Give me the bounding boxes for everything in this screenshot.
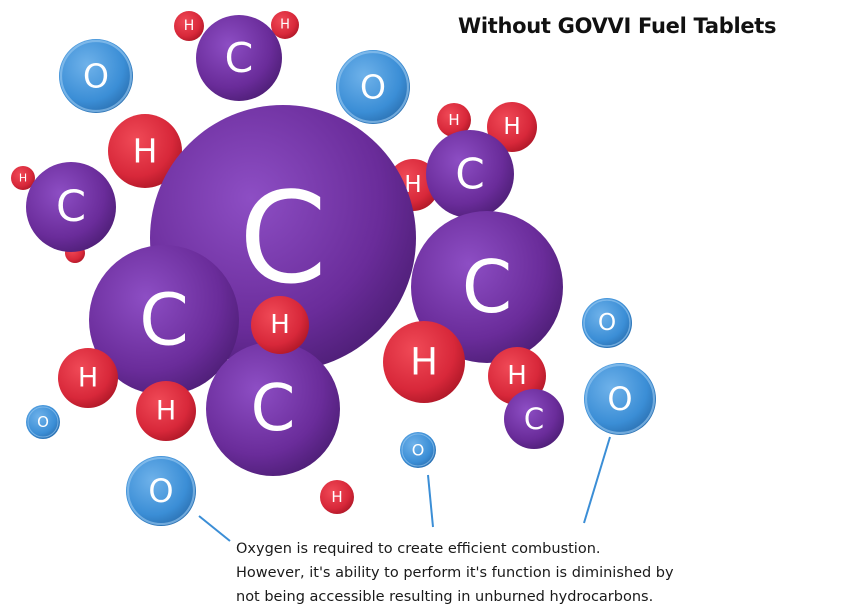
pointer-line — [198, 515, 231, 542]
carbon-circle — [411, 211, 563, 363]
hydrogen-circle — [108, 114, 182, 188]
carbon-label: C — [239, 165, 327, 312]
carbon-circle — [426, 130, 514, 218]
hydrogen-atom: H — [271, 11, 299, 39]
oxygen-rim — [584, 363, 656, 435]
hydrogen-circle — [383, 321, 465, 403]
oxygen-rim — [59, 39, 133, 113]
oxygen-circle — [400, 432, 436, 468]
oxygen-circle — [584, 363, 656, 435]
carbon-label: C — [225, 34, 254, 82]
hydrogen-circle — [174, 11, 204, 41]
carbon-label: C — [251, 372, 296, 446]
carbon-atom: C — [89, 245, 239, 395]
hydrogen-atom: H — [437, 103, 471, 137]
oxygen-label: O — [412, 441, 425, 460]
hydrogen-label: H — [448, 111, 459, 129]
oxygen-circle — [59, 39, 133, 113]
carbon-atom: C — [411, 211, 563, 363]
carbon-atom: C — [504, 389, 564, 449]
oxygen-label: O — [607, 380, 632, 418]
carbon-circle — [26, 162, 116, 252]
oxygen-atom: O — [400, 432, 436, 468]
hydrogen-atom: H — [383, 321, 465, 403]
oxygen-atom: O — [336, 50, 410, 124]
hydrogen-label: H — [156, 396, 176, 427]
oxygen-rim — [401, 433, 435, 467]
hydrogen-label: H — [280, 18, 290, 33]
oxygen-atom: O — [582, 298, 632, 348]
oxygen-label: O — [360, 68, 386, 107]
hydrogen-label: H — [331, 488, 342, 506]
oxygen-label: O — [37, 413, 49, 431]
carbon-label: C — [524, 402, 544, 436]
caption-line: Oxygen is required to create efficient c… — [236, 541, 601, 557]
carbon-atom: C — [26, 162, 116, 252]
oxygen-atom: O — [584, 363, 656, 435]
oxygen-label: O — [148, 472, 173, 510]
carbon-circle — [504, 389, 564, 449]
hydrogen-atom: H — [58, 348, 118, 408]
oxygen-circle — [126, 456, 196, 526]
carbon-atom: C — [426, 130, 514, 218]
oxygen-rim — [27, 406, 59, 438]
oxygen-circle — [26, 405, 60, 439]
caption-line: However, it's ability to perform it's fu… — [236, 565, 674, 581]
hydrogen-label: H — [133, 132, 158, 171]
hydrogen-circle — [320, 480, 354, 514]
oxygen-rim — [126, 456, 196, 526]
carbon-label: C — [139, 279, 189, 362]
oxygen-atom: O — [59, 39, 133, 113]
hydrogen-label: H — [503, 114, 520, 140]
pointer-line — [583, 436, 611, 524]
hydrogen-atom: H — [11, 166, 35, 190]
carbon-label: C — [56, 182, 86, 232]
hydrogen-circle — [136, 381, 196, 441]
oxygen-rim — [583, 299, 631, 347]
hydrogen-label: H — [404, 172, 421, 198]
hydrogen-atom: H — [174, 11, 204, 41]
hydrogen-circle — [487, 102, 537, 152]
hydrogen-circle — [437, 103, 471, 137]
carbon-atom: C — [206, 342, 340, 476]
hydrogen-circle — [11, 166, 35, 190]
carbon-label: C — [462, 245, 512, 329]
hydrogen-atom: H — [108, 114, 182, 188]
caption-line: not being accessible resulting in unburn… — [236, 589, 654, 605]
hydrogen-label: H — [19, 172, 27, 185]
hydrogen-label: H — [507, 361, 527, 391]
caption: Oxygen is required to create efficient c… — [236, 537, 796, 609]
hydrogen-atom: H — [487, 102, 537, 152]
oxygen-circle — [582, 298, 632, 348]
oxygen-circle — [336, 50, 410, 124]
carbon-circle — [206, 342, 340, 476]
pointer-line — [427, 474, 434, 528]
oxygen-label: O — [598, 310, 616, 336]
hydrogen-circle — [271, 11, 299, 39]
hydrogen-atom: H — [136, 381, 196, 441]
hydrogen-circle — [251, 296, 309, 354]
carbon-circle — [89, 245, 239, 395]
oxygen-rim — [336, 50, 410, 124]
hydrogen-label: H — [270, 310, 290, 340]
hydrogen-circle — [58, 348, 118, 408]
hydrogen-label: H — [78, 363, 98, 394]
hydrogen-label: H — [410, 341, 438, 384]
oxygen-atom: O — [126, 456, 196, 526]
oxygen-label: O — [83, 57, 109, 96]
oxygen-atom: O — [26, 405, 60, 439]
pointer-lines — [198, 436, 611, 542]
hydrogen-atom: H — [251, 296, 309, 354]
hydrogen-atom: H — [320, 480, 354, 514]
carbon-atom: C — [196, 15, 282, 101]
carbon-label: C — [455, 150, 484, 199]
carbon-circle — [196, 15, 282, 101]
page-title: Without GOVVI Fuel Tablets — [458, 14, 777, 38]
hydrogen-label: H — [184, 18, 195, 34]
